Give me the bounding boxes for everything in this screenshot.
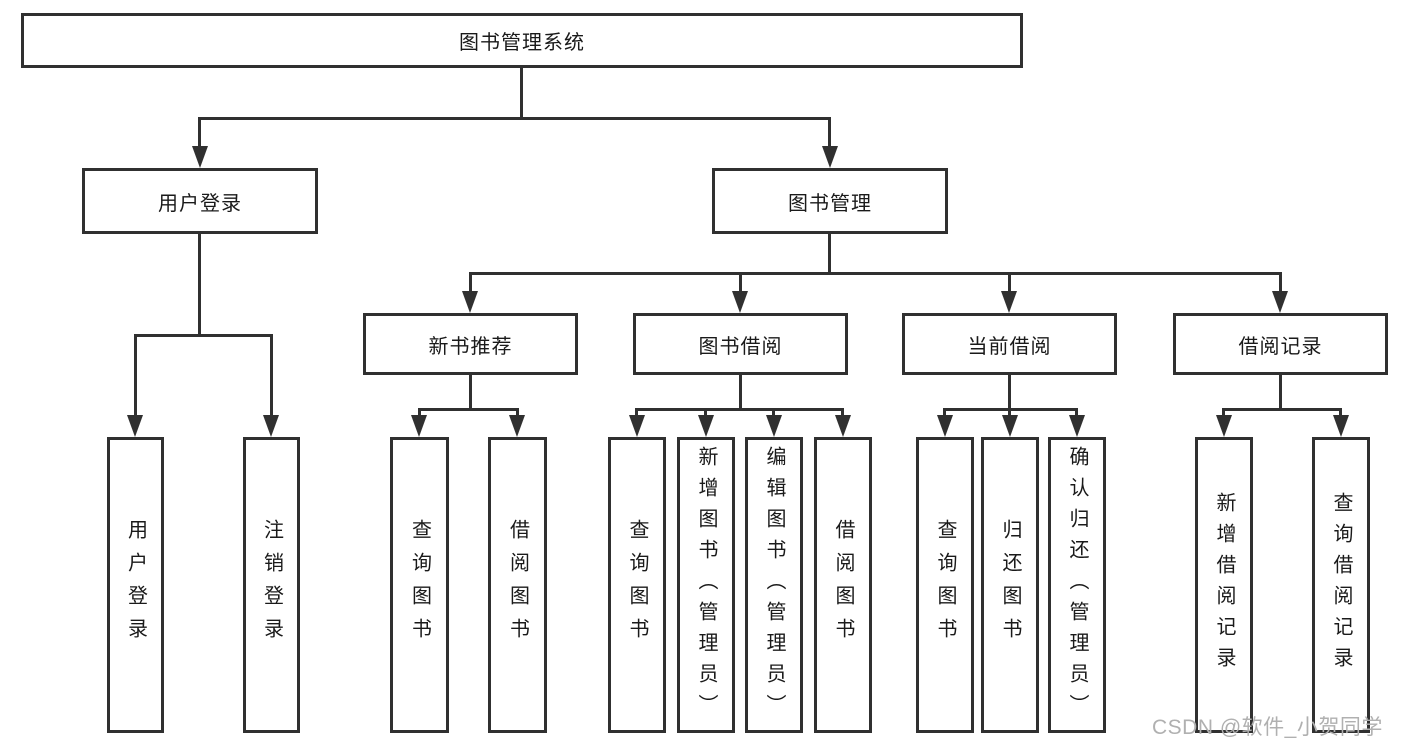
node-library-management-system: 图书管理系统	[21, 13, 1023, 68]
arrowhead-groupD-2	[1333, 415, 1349, 437]
node-label: 新书推荐	[428, 335, 513, 358]
node-leaf-return-books: 归还图书	[981, 437, 1039, 733]
connector-groupD-drop1	[1222, 408, 1225, 418]
arrowhead-groupC-1	[937, 415, 953, 437]
node-label: 归还图书	[999, 519, 1021, 651]
node-leaf-user-login: 用户登录	[107, 437, 164, 733]
connector-groupB-trunk	[739, 375, 742, 411]
node-leaf-borrow-books-b: 借阅图书	[814, 437, 872, 733]
connector-groupD-rail	[1222, 408, 1342, 411]
node-user-login: 用户登录	[82, 168, 318, 234]
connector-groupB-drop2	[704, 408, 707, 418]
arrowhead-book-management	[822, 146, 838, 168]
node-label: 图书借阅	[698, 335, 783, 358]
node-label: 新增图书（管理员）	[695, 445, 717, 725]
arrowhead-login-leaf	[127, 415, 143, 437]
connector-groupC-drop1	[943, 408, 946, 418]
arrowhead-groupC-2	[1002, 415, 1018, 437]
node-leaf-query-books-b: 查询图书	[608, 437, 666, 733]
node-label: 借阅图书	[832, 519, 854, 651]
node-leaf-borrow-books-a: 借阅图书	[488, 437, 547, 733]
node-label: 借阅图书	[506, 519, 529, 651]
arrowhead-logout-leaf	[263, 415, 279, 437]
arrowhead-groupB-4	[835, 415, 851, 437]
node-leaf-edit-books-admin: 编辑图书（管理员）	[745, 437, 803, 733]
node-leaf-query-borrow-record: 查询借阅记录	[1312, 437, 1370, 733]
node-leaf-logout: 注销登录	[243, 437, 300, 733]
connector-drop-current-borrow	[1008, 272, 1011, 293]
node-label: 图书管理系统	[459, 32, 585, 54]
connector-groupA-drop1	[418, 408, 421, 418]
arrowhead-borrow-records	[1272, 291, 1288, 313]
node-label: 查询图书	[408, 519, 431, 651]
node-leaf-query-books-a: 查询图书	[390, 437, 449, 733]
connector-drop-login-leaf	[134, 334, 137, 416]
connector-groupB-rail	[635, 408, 844, 411]
arrowhead-groupB-3	[766, 415, 782, 437]
arrowhead-book-borrow	[732, 291, 748, 313]
node-leaf-confirm-return-admin: 确认归还（管理员）	[1048, 437, 1106, 733]
connector-groupA-rail	[418, 408, 519, 411]
node-label: 用户登录	[124, 519, 147, 651]
arrowhead-groupC-3	[1069, 415, 1085, 437]
node-label: 编辑图书（管理员）	[763, 445, 785, 725]
node-label: 当前借阅	[967, 335, 1052, 358]
arrowhead-groupA-1	[411, 415, 427, 437]
node-label: 图书管理	[788, 192, 872, 215]
connector-drop-logout-leaf	[270, 334, 273, 416]
connector-user-login-rail	[134, 334, 273, 337]
node-label: 用户登录	[158, 192, 242, 215]
connector-drop-book-borrow	[739, 272, 742, 293]
node-label: 确认归还（管理员）	[1066, 445, 1088, 725]
arrowhead-groupB-1	[629, 415, 645, 437]
arrowhead-new-book	[462, 291, 478, 313]
connector-groupA-drop2	[516, 408, 519, 418]
node-label: 查询图书	[934, 519, 956, 651]
node-leaf-query-books-c: 查询图书	[916, 437, 974, 733]
connector-book-management-trunk	[828, 234, 831, 275]
connector-drop-book-management	[828, 117, 831, 150]
arrowhead-groupB-2	[698, 415, 714, 437]
connector-drop-new-book	[469, 272, 472, 293]
node-label: 新增借阅记录	[1213, 492, 1235, 678]
connector-level2-rail	[469, 272, 1282, 275]
node-label: 注销登录	[260, 519, 283, 651]
connector-groupB-drop4	[841, 408, 844, 418]
connector-groupC-drop3	[1075, 408, 1078, 418]
arrowhead-groupA-2	[509, 415, 525, 437]
node-new-book-recommendation: 新书推荐	[363, 313, 578, 375]
connector-groupA-trunk	[469, 375, 472, 411]
node-label: 借阅记录	[1238, 335, 1323, 358]
node-borrowing-records: 借阅记录	[1173, 313, 1388, 375]
arrowhead-groupD-1	[1216, 415, 1232, 437]
node-book-borrowing: 图书借阅	[633, 313, 848, 375]
connector-drop-user-login	[198, 117, 201, 150]
connector-groupD-trunk	[1279, 375, 1282, 411]
connector-root-trunk	[520, 68, 523, 120]
node-label: 查询借阅记录	[1330, 492, 1352, 678]
node-leaf-add-books-admin: 新增图书（管理员）	[677, 437, 735, 733]
connector-drop-borrow-records	[1279, 272, 1282, 293]
connector-groupD-drop2	[1339, 408, 1342, 418]
node-label: 查询图书	[626, 519, 648, 651]
connector-level1-rail	[198, 117, 831, 120]
arrowhead-current-borrow	[1001, 291, 1017, 313]
connector-user-login-trunk	[198, 234, 201, 337]
connector-groupB-drop1	[635, 408, 638, 418]
node-leaf-add-borrow-record: 新增借阅记录	[1195, 437, 1253, 733]
connector-groupC-trunk	[1008, 375, 1011, 411]
arrowhead-user-login	[192, 146, 208, 168]
csdn-watermark: CSDN @软件_小贺同学	[1152, 716, 1383, 739]
node-current-borrowing: 当前借阅	[902, 313, 1117, 375]
connector-groupB-drop3	[772, 408, 775, 418]
connector-groupC-drop2	[1008, 408, 1011, 418]
node-book-management: 图书管理	[712, 168, 948, 234]
